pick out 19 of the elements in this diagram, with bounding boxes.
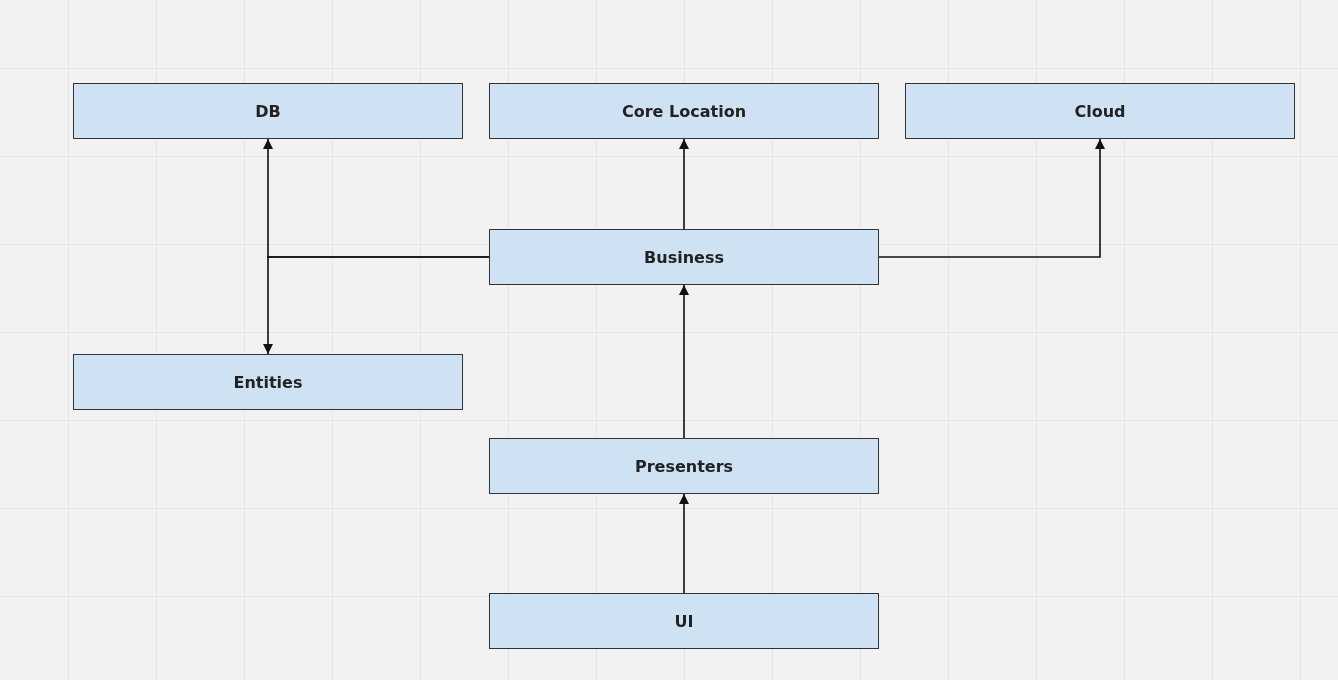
box-label: Business <box>644 247 724 267</box>
box-label: DB <box>255 101 281 121</box>
arrow <box>679 284 689 439</box>
process-box <box>489 229 879 285</box>
box-label: Cloud <box>1074 101 1126 121</box>
arrow <box>679 138 689 230</box>
arrow <box>263 256 490 355</box>
box-label: Entities <box>233 372 303 392</box>
process-box <box>73 83 463 139</box>
process-box <box>905 83 1295 139</box>
arrow <box>878 138 1105 258</box>
box-label: Presenters <box>634 456 734 476</box>
process-box <box>73 354 463 410</box>
process-box <box>489 593 879 649</box>
box-label: Core Location <box>622 101 746 121</box>
process-box <box>489 438 879 494</box>
box-label: UI <box>674 611 694 631</box>
arrow <box>679 493 689 594</box>
process-box <box>489 83 879 139</box>
